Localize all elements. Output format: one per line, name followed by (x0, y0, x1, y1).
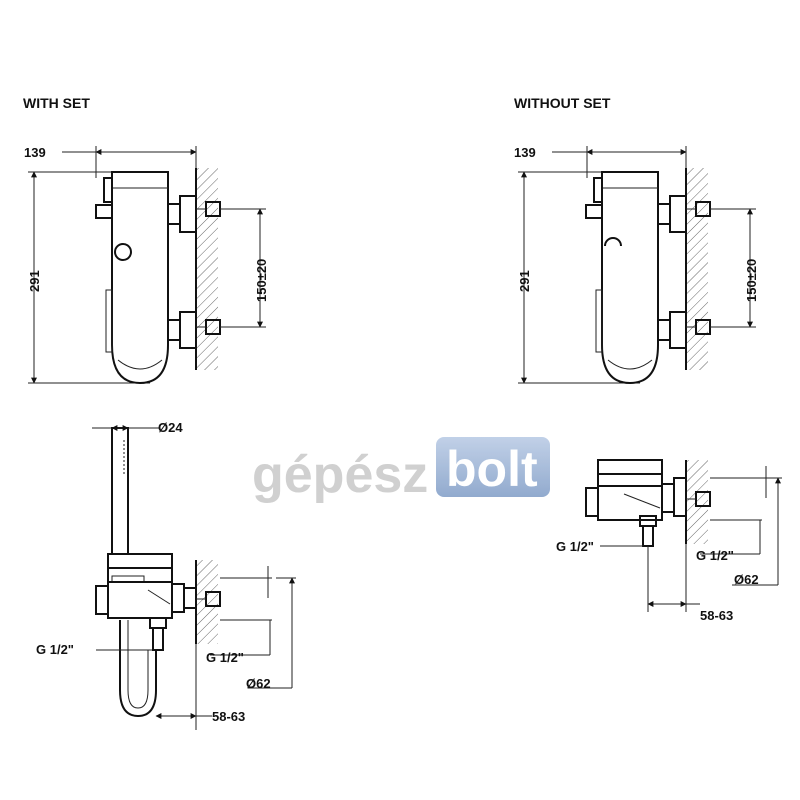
without-set-spacing-dimension: 150±20 (710, 208, 759, 328)
without-set-diameter-label: Ø62 (734, 572, 759, 587)
with-set-spacing-dimension: 150±20 (220, 208, 269, 328)
watermark-badge (436, 437, 550, 497)
with-set-side-mixer (95, 553, 221, 718)
with-set-wall (195, 168, 218, 370)
with-set-thread-right-label: G 1/2" (206, 650, 244, 665)
with-set-depth-label: 58-63 (212, 709, 245, 724)
without-set-thread-left-label: G 1/2" (556, 539, 594, 554)
without-set-side-dimensions: G 1/2" G 1/2" Ø62 58-63 (556, 466, 782, 623)
with-set-height-label: 291 (27, 270, 42, 292)
without-set-side-view: G 1/2" G 1/2" Ø62 58-63 (556, 459, 782, 623)
with-set-width-dimension: 139 (24, 145, 197, 178)
without-set-wall (685, 168, 708, 370)
without-set-height-dimension: 291 (517, 171, 640, 384)
with-set-title: WITH SET (23, 95, 90, 111)
without-set-spacing-label: 150±20 (744, 259, 759, 302)
without-set-front-view: WITHOUT SET 139 291 (514, 95, 759, 385)
watermark-text-bolt: bolt (446, 441, 538, 497)
without-set-width-dimension: 139 (514, 145, 687, 178)
with-set-diameter-label: Ø62 (246, 676, 271, 691)
without-set-thread-right-label: G 1/2" (696, 548, 734, 563)
with-set-height-dimension: 291 (27, 171, 150, 384)
with-set-shower-diameter-label: Ø24 (158, 420, 183, 435)
with-set-spacing-label: 150±20 (254, 259, 269, 302)
with-set-side-dimensions: G 1/2" G 1/2" Ø62 58-63 (36, 566, 296, 730)
with-set-front-view: WITH SET 139 291 (23, 95, 269, 385)
without-set-height-label: 291 (517, 270, 532, 292)
without-set-depth-label: 58-63 (700, 608, 733, 623)
with-set-thread-left-label: G 1/2" (36, 642, 74, 657)
hand-shower: Ø24 (92, 420, 183, 555)
with-set-side-view: Ø24 (36, 420, 296, 730)
without-set-mixer-body (585, 171, 711, 385)
with-set-width-label: 139 (24, 145, 46, 160)
without-set-title: WITHOUT SET (514, 95, 611, 111)
watermark-text-gepesz: gépész (252, 446, 428, 504)
without-set-width-label: 139 (514, 145, 536, 160)
watermark-logo: gépész bolt (252, 437, 550, 504)
